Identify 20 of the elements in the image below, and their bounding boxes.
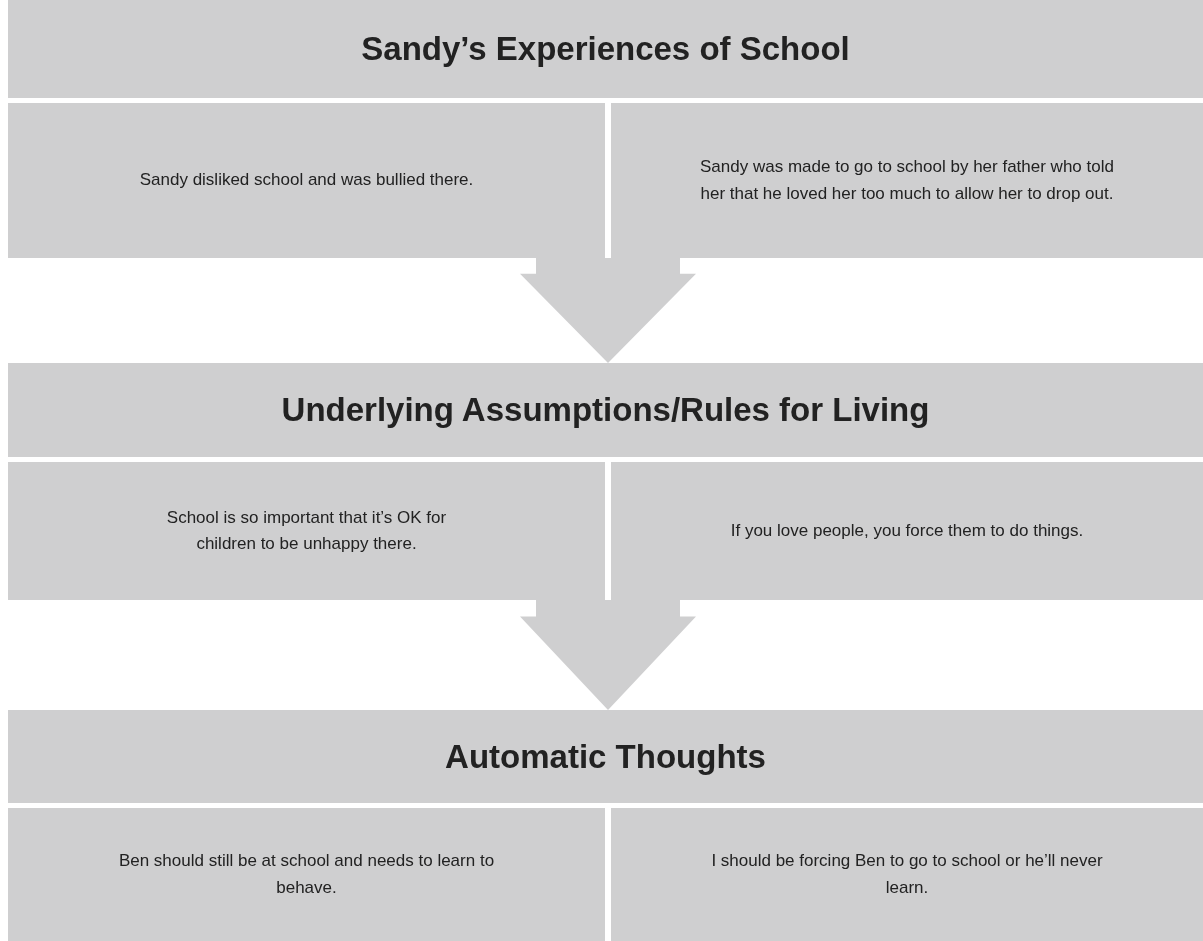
text-box [611, 103, 1203, 258]
text-box [611, 808, 1203, 941]
box-text: If you love people, you force them to do things. [730, 519, 1084, 542]
heading-band [8, 0, 1203, 98]
text-box [8, 103, 605, 258]
arrow [520, 258, 696, 363]
text-box [611, 462, 1203, 600]
section-heading: Sandy’s Experiences of School [361, 30, 850, 68]
box-text: Ben should still be at school and needs to learn to behave. [117, 850, 496, 899]
box-text: Sandy disliked school and was bullied there. [139, 169, 474, 192]
text-box [8, 808, 605, 941]
heading-band [8, 363, 1203, 457]
arrow [520, 600, 696, 710]
heading-band [8, 710, 1203, 803]
box-text: School is so important that it’s OK for children to be unhappy there. [165, 506, 448, 555]
box-text: Sandy was made to go to school by her father who told her that he loved her too much to allow her to drop out. [699, 156, 1115, 205]
section-heading: Underlying Assumptions/Rules for Living [281, 391, 930, 429]
box-text: I should be forcing Ben to go to school or he’ll never learn. [710, 850, 1104, 899]
section-heading: Automatic Thoughts [445, 737, 766, 776]
text-box [8, 462, 605, 600]
